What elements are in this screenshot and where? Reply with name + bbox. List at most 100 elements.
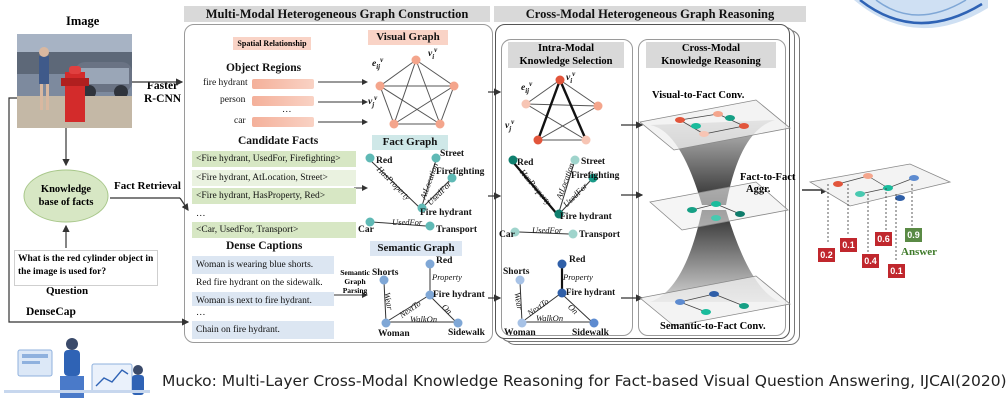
- sg-node-sidewalk: [453, 318, 463, 328]
- intra-sg-label-red: Red: [569, 255, 586, 265]
- intra-header-line2: Knowledge Selection: [519, 56, 613, 67]
- answer-plane: [808, 163, 952, 207]
- node-symbol-i: viv: [428, 46, 438, 62]
- caption-item-2: Red fire hydrant on the sidewalk.: [192, 274, 334, 292]
- fg-node-red: [365, 153, 375, 163]
- fact-retrieval-label: Fact Retrieval: [114, 180, 181, 192]
- v2f-plane: [639, 99, 791, 151]
- faster-label: Faster: [146, 80, 179, 92]
- image-title: Image: [66, 14, 100, 28]
- fact-item-2: <Fire hydrant, AtLocation, Street>: [192, 170, 356, 186]
- reasoning-header: Cross-Modal Heterogeneous Graph Reasonin…: [494, 6, 806, 22]
- fact-graph-title: Fact Graph: [372, 135, 448, 150]
- f2f-line2: Aggr.: [746, 184, 771, 195]
- intra-header-line1: Intra-Modal: [538, 43, 594, 54]
- semantic-graph-title: Semantic Graph: [370, 241, 462, 256]
- answer-drop-lines: [827, 184, 913, 262]
- intra-node-symbol-j: vjv: [505, 118, 515, 134]
- knowledge-base: Knowledge base of facts: [22, 183, 110, 209]
- caption-item-3: Woman is next to fire hydrant.: [192, 292, 334, 310]
- faster-rcnn-label: Faster R-CNN: [144, 80, 181, 106]
- intra-fg-label-hydrant: Fire hydrant: [560, 212, 612, 222]
- intra-node-v-i: v: [566, 73, 571, 84]
- intra-fg-label-transport: Transport: [579, 230, 620, 240]
- fact-item-5: <Car, UsedFor, Transport>: [192, 222, 356, 238]
- fg-node-transport: [425, 221, 435, 231]
- visual-graph: [375, 55, 459, 129]
- cross-modal-hourglass: [639, 99, 791, 327]
- semantic-graph: [379, 259, 463, 328]
- cross-header-line1: Cross-Modal: [681, 43, 741, 54]
- intra-node-symbol-i: viv: [566, 70, 576, 86]
- fg-label-firefighting: Firefighting: [436, 167, 485, 177]
- object-car: car: [234, 116, 246, 126]
- sg-label-hydrant: Fire hydrant: [433, 290, 485, 300]
- fg-label-transport: Transport: [436, 225, 477, 235]
- knowledge-base-shape: [23, 169, 109, 223]
- parsing-line3: Parsing: [342, 286, 368, 295]
- v2f-label: Visual-to-Fact Conv.: [652, 90, 745, 101]
- intra-sg-label-woman: Woman: [504, 328, 536, 338]
- node-v-i: v: [428, 49, 433, 60]
- intra-visual-graph: [521, 75, 603, 145]
- region-bar-car: [252, 117, 314, 127]
- vg-node-4: [389, 119, 399, 129]
- region-bar-person: [252, 96, 314, 106]
- caption-item-4: …: [192, 306, 334, 320]
- sg-node-red: [425, 259, 435, 269]
- rcnn-label: R-CNN: [144, 93, 182, 105]
- fg-node-firefighting: [447, 173, 457, 183]
- cross-header: Cross-Modal Knowledge Reasoning: [646, 42, 776, 68]
- intra-header: Intra-Modal Knowledge Selection: [508, 42, 624, 68]
- input-image: [17, 34, 132, 128]
- object-person: person: [220, 95, 246, 105]
- sg-node-shorts: [379, 275, 389, 285]
- intra-fact-graph: [508, 155, 598, 239]
- question-text: What is the red cylinder object in the i…: [14, 250, 158, 286]
- paper-citation: Mucko: Multi-Layer Cross-Modal Knowledge…: [162, 372, 1007, 390]
- s2f-plane: [639, 275, 791, 327]
- sg-node-woman: [381, 318, 391, 328]
- parsing-line2: Graph: [344, 277, 366, 286]
- object-fire-hydrant: fire hydrant: [203, 78, 248, 88]
- vg-node-1: [411, 55, 421, 65]
- question-label: Question: [46, 285, 89, 297]
- intra-sg-label-sidewalk: Sidewalk: [572, 328, 609, 338]
- densecap-label: DenseCap: [26, 306, 76, 318]
- f2f-label: Fact-to-Fact Aggr.: [740, 172, 795, 196]
- construction-header: Multi-Modal Heterogeneous Graph Construc…: [184, 6, 490, 22]
- parsing-line1: Semantic: [340, 268, 370, 277]
- fact-graph: [365, 153, 457, 231]
- fact-item-3: <Fire hydrant, HasProperty, Red>: [192, 188, 356, 204]
- s2f-label: Semantic-to-Fact Conv.: [660, 321, 766, 332]
- fg-rel-usedfor-2: UsedFor: [392, 217, 423, 227]
- knowledge-base-line1: Knowledge: [40, 184, 92, 195]
- intra-fg-label-firefighting: Firefighting: [571, 171, 620, 181]
- node-symbol-j: vjv: [368, 94, 378, 110]
- dense-captions-title: Dense Captions: [226, 240, 303, 252]
- intra-semantic-graph: [515, 259, 599, 328]
- score-1: 0.2: [818, 248, 835, 262]
- intra-sg-label-hydrant: Fire hydrant: [566, 287, 616, 297]
- caption-item-5: Chain on fire hydrant.: [192, 321, 334, 339]
- node-v-j: v: [368, 97, 373, 108]
- intra-node-v-j: v: [505, 121, 510, 132]
- corner-globe-icon: [854, 0, 988, 29]
- sg-label-shorts: Shorts: [372, 268, 399, 278]
- caption-item-1: Woman is wearing blue shorts.: [192, 256, 334, 274]
- sg-label-sidewalk: Sidewalk: [448, 328, 485, 338]
- object-ellipsis: …: [282, 105, 292, 115]
- knowledge-base-line2: base of facts: [38, 197, 94, 208]
- fg-label-street: Street: [440, 149, 465, 159]
- edge-symbol: eijv: [372, 56, 384, 72]
- region-bar-fire-hydrant: [252, 79, 314, 89]
- intra-sg-rel-walkon: WalkOn: [536, 313, 564, 323]
- score-6: 0.1: [888, 264, 905, 278]
- people-illustration-icon: [4, 338, 150, 398]
- object-regions-title: Object Regions: [226, 62, 302, 74]
- candidate-facts-title: Candidate Facts: [238, 135, 319, 147]
- fg-node-hydrant: [417, 203, 427, 213]
- sg-rel-walkon: WalkOn: [410, 314, 438, 324]
- f2f-line1: Fact-to-Fact: [740, 172, 796, 183]
- score-3: 0.4: [862, 254, 879, 268]
